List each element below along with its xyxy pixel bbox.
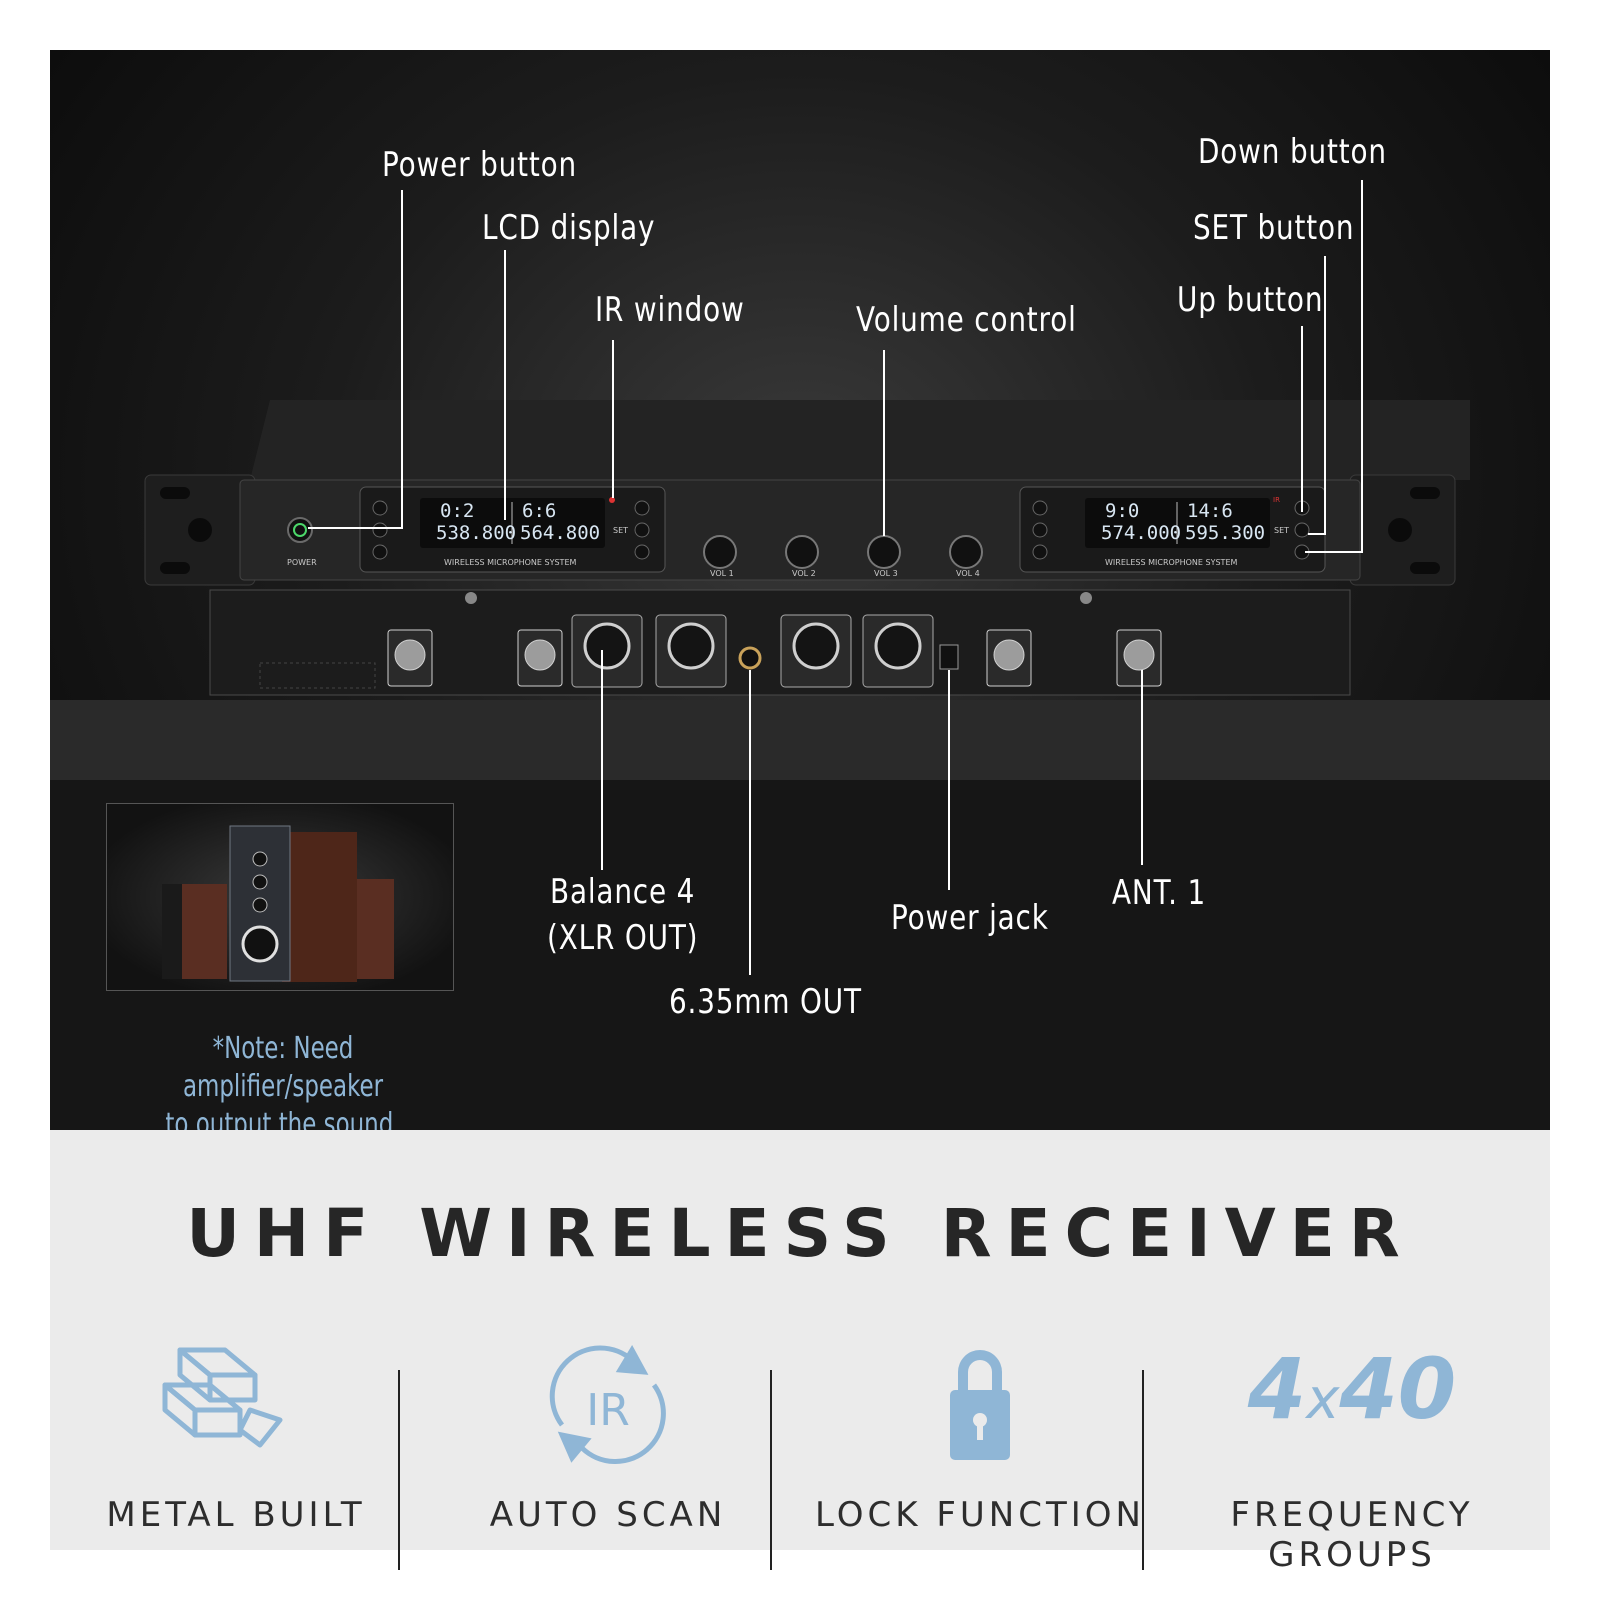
divider bbox=[770, 1370, 772, 1570]
page-title: UHF WIRELESS RECEIVER bbox=[186, 1195, 1414, 1272]
callout-ir-window: IR window bbox=[595, 290, 745, 330]
callout-set-button: SET button bbox=[1193, 208, 1355, 248]
svg-text:SET: SET bbox=[613, 526, 628, 535]
svg-text:9:0: 9:0 bbox=[1105, 500, 1139, 522]
callout-up-button: Up button bbox=[1177, 280, 1324, 320]
callout-lcd-display: LCD display bbox=[482, 208, 656, 248]
svg-text:VOL 4: VOL 4 bbox=[956, 569, 980, 578]
svg-text:VOL 2: VOL 2 bbox=[792, 569, 816, 578]
feature-label: AUTO SCAN bbox=[489, 1495, 727, 1535]
frequency-groups-badge: 4x40 bbox=[1247, 1340, 1457, 1438]
svg-text:SET: SET bbox=[1274, 526, 1289, 535]
note-text: *Note: Need amplifier/speaker to output … bbox=[165, 1031, 401, 1130]
svg-text:VOL 3: VOL 3 bbox=[874, 569, 898, 578]
feature-frequency-groups: 4x40 FREQUENCY GROUPS bbox=[1166, 1320, 1538, 1575]
product-infographic: POWER 0:2 6:6 538.800 564.800 WIRELESS M… bbox=[50, 50, 1550, 1575]
svg-text:564.800: 564.800 bbox=[520, 522, 600, 544]
feature-lock-function: LOCK FUNCTION bbox=[794, 1320, 1166, 1550]
svg-text:WIRELESS MICROPHONE SYSTEM: WIRELESS MICROPHONE SYSTEM bbox=[444, 558, 577, 567]
lock-icon bbox=[950, 1350, 1010, 1460]
callout-power-jack: Power jack bbox=[891, 898, 1049, 938]
feature-metal-built: METAL BUILT bbox=[50, 1320, 422, 1550]
feature-auto-scan: IR AUTO SCAN bbox=[422, 1320, 794, 1550]
callout-volume-control: Volume control bbox=[856, 300, 1077, 340]
feature-label: METAL BUILT bbox=[106, 1495, 366, 1535]
svg-text:WIRELESS MICROPHONE SYSTEM: WIRELESS MICROPHONE SYSTEM bbox=[1105, 558, 1238, 567]
divider bbox=[398, 1370, 400, 1570]
svg-text:595.300: 595.300 bbox=[1185, 522, 1265, 544]
callout-ant1: ANT. 1 bbox=[1112, 873, 1207, 913]
callout-balance4: Balance 4 bbox=[550, 872, 696, 912]
svg-text:IR: IR bbox=[1273, 496, 1280, 504]
divider bbox=[1142, 1370, 1144, 1570]
svg-text:574.000: 574.000 bbox=[1101, 522, 1181, 544]
feature-label: LOCK FUNCTION bbox=[815, 1495, 1145, 1535]
feature-label: FREQUENCY GROUPS bbox=[1230, 1495, 1474, 1575]
svg-text:14:6: 14:6 bbox=[1187, 500, 1233, 522]
svg-text:VOL 1: VOL 1 bbox=[710, 569, 734, 578]
device-panel: POWER 0:2 6:6 538.800 564.800 WIRELESS M… bbox=[50, 50, 1550, 1130]
ir-auto-scan-icon: IR bbox=[549, 1344, 666, 1464]
callout-635mm-out: 6.35mm OUT bbox=[669, 982, 862, 1022]
svg-text:6:6: 6:6 bbox=[522, 500, 556, 522]
metal-bars-icon bbox=[162, 1347, 283, 1448]
speaker-image bbox=[106, 803, 454, 991]
power-label: POWER bbox=[287, 558, 317, 567]
svg-text:0:2: 0:2 bbox=[440, 500, 474, 522]
callout-down-button: Down button bbox=[1198, 132, 1387, 172]
svg-text:IR: IR bbox=[586, 1385, 630, 1436]
svg-text:538.800: 538.800 bbox=[436, 522, 516, 544]
callout-power-button: Power button bbox=[382, 145, 577, 185]
features-panel bbox=[50, 1130, 1550, 1550]
callout-balance4-sub: (XLR OUT) bbox=[547, 918, 699, 958]
